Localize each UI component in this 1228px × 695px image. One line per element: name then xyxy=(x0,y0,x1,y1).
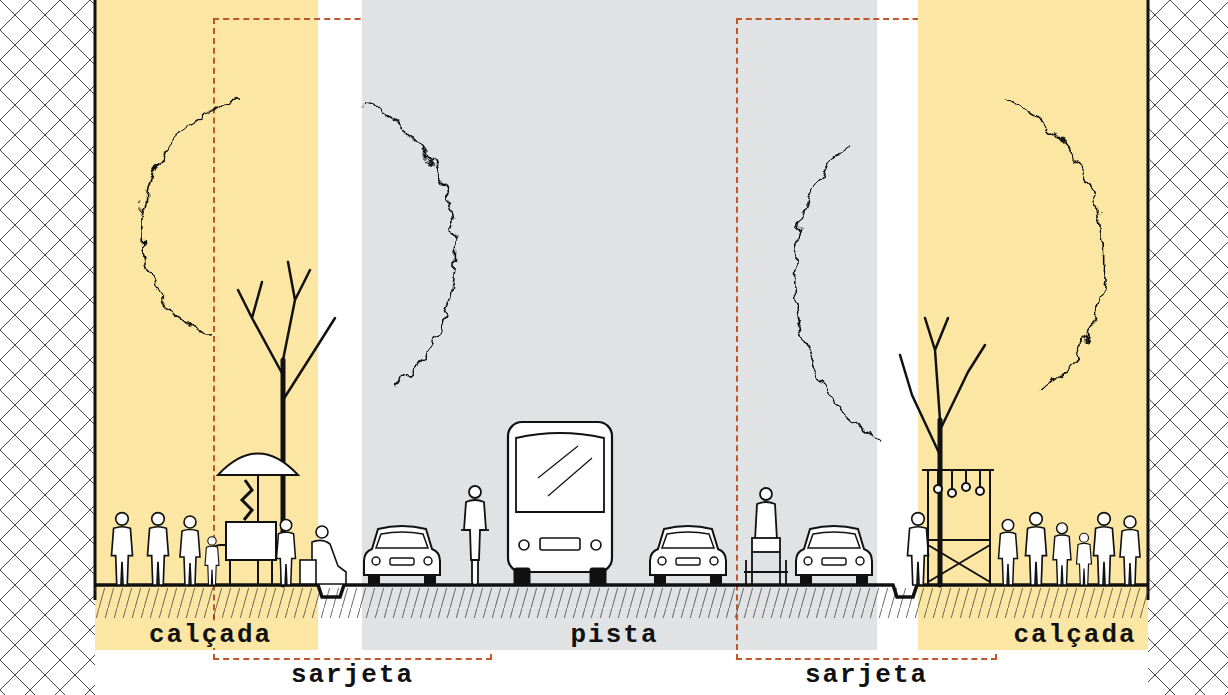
bus xyxy=(538,446,592,496)
tree-trunk xyxy=(900,318,985,455)
pedestrian xyxy=(112,513,133,585)
car xyxy=(796,526,872,585)
pedestrian xyxy=(1120,516,1140,585)
seated-person xyxy=(300,560,316,584)
tree-canopy xyxy=(1005,100,1104,390)
seated-person xyxy=(312,540,346,584)
ground-section xyxy=(95,588,1148,618)
bus xyxy=(516,433,604,512)
cyclist xyxy=(469,486,481,498)
tree-canopy xyxy=(142,100,240,335)
street-vendor-stall xyxy=(212,454,298,585)
tree-trunk xyxy=(238,262,985,585)
building-wall xyxy=(0,0,95,695)
vendor-cart xyxy=(938,470,980,488)
wheelchair-user xyxy=(744,552,788,585)
wheelchair-user xyxy=(744,488,788,585)
tree-canopy xyxy=(794,145,880,440)
pedestrian xyxy=(205,537,219,585)
pedestrian xyxy=(1094,513,1115,585)
street-vendor-stall xyxy=(242,480,252,520)
band-label: calçada xyxy=(1010,622,1139,648)
ground-section xyxy=(95,585,1148,618)
building-wall xyxy=(1147,0,1150,600)
bus xyxy=(591,540,601,550)
vendor-cart xyxy=(962,483,970,491)
car xyxy=(364,526,440,585)
street-vendor-stall xyxy=(218,454,298,476)
pedestrian xyxy=(180,516,200,585)
street-vendor-stall xyxy=(226,522,276,560)
pedestrian xyxy=(999,519,1018,585)
vendor-cart xyxy=(948,489,956,497)
bus xyxy=(514,568,530,585)
building-wall xyxy=(94,0,97,600)
car xyxy=(364,526,872,585)
zone-label: sarjeta xyxy=(802,662,931,688)
pedestrian xyxy=(148,513,169,585)
bus xyxy=(540,538,580,550)
bus xyxy=(508,422,612,585)
pedestrian xyxy=(1026,513,1047,585)
wheelchair-user xyxy=(755,502,777,540)
ground-section xyxy=(95,585,1148,597)
vendor-cart xyxy=(922,470,994,585)
vendor-cart xyxy=(934,485,942,493)
street-vendor-stall xyxy=(230,560,272,584)
car xyxy=(650,526,726,585)
bus xyxy=(590,568,606,585)
wheelchair-user xyxy=(752,538,780,552)
pedestrian xyxy=(1053,523,1071,585)
pedestrian xyxy=(112,513,1141,585)
bus xyxy=(508,422,612,572)
building-wall xyxy=(1148,0,1228,695)
wheelchair-user xyxy=(760,488,772,500)
tree-trunk xyxy=(238,262,335,400)
band-label: pista xyxy=(567,622,661,648)
seated-person xyxy=(300,526,346,584)
vendor-cart xyxy=(922,470,994,585)
zone-label: sarjeta xyxy=(288,662,417,688)
pedestrian xyxy=(277,519,296,585)
vendor-cart xyxy=(976,487,984,495)
cyclist xyxy=(464,500,486,560)
cyclist xyxy=(461,486,489,585)
pedestrian xyxy=(908,513,929,585)
tree-canopy xyxy=(365,105,455,385)
band-label: calçada xyxy=(146,622,275,648)
pedestrian xyxy=(1077,533,1092,585)
tree-trunk xyxy=(938,420,943,585)
seated-person xyxy=(316,526,328,538)
bus xyxy=(519,540,529,550)
